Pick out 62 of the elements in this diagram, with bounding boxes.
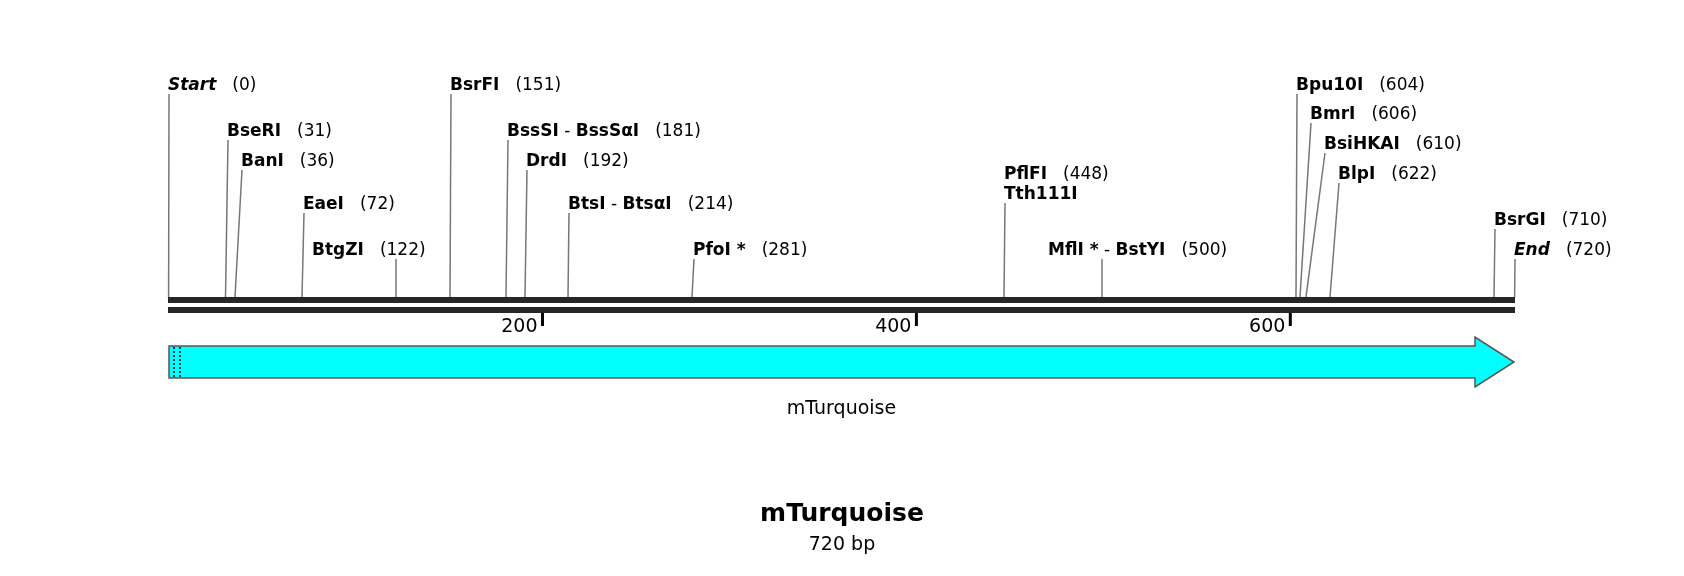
cut-position: (214)	[687, 193, 734, 213]
enzyme-name: BseRI	[227, 120, 282, 140]
enzyme-name: BmrI	[1310, 103, 1356, 123]
leader-line	[505, 139, 509, 298]
feature-name: mTurquoise	[785, 396, 898, 418]
cut-position: (610)	[1415, 133, 1462, 153]
cut-position: (72)	[359, 193, 395, 213]
leader-line	[1101, 258, 1103, 298]
leader-line	[1513, 258, 1516, 298]
enzyme-name: BtsI - BtsαI	[568, 193, 672, 213]
scale-label: 200	[501, 314, 538, 336]
cut-position: (448)	[1063, 163, 1109, 183]
enzyme-name: BsrFI	[450, 74, 500, 94]
leader-line	[1305, 152, 1326, 298]
enzyme-name: BsrGI	[1494, 209, 1546, 229]
leader-line	[301, 212, 305, 298]
leader-line	[1329, 182, 1340, 298]
cut-position: (604)	[1379, 74, 1425, 94]
cut-position: (710)	[1561, 209, 1608, 229]
leader-line	[1295, 93, 1298, 298]
enzyme-name: BlpI	[1338, 163, 1376, 183]
cut-position: (720)	[1565, 239, 1612, 259]
leader-line	[395, 258, 397, 298]
leader-line	[524, 169, 528, 298]
leader-line	[691, 258, 695, 298]
cut-position: (181)	[655, 120, 701, 140]
leader-line	[1493, 228, 1496, 298]
scale-label: 600	[1249, 314, 1286, 336]
cut-position: (622)	[1391, 163, 1437, 183]
cut-position: (281)	[761, 239, 808, 259]
enzyme-name: BtgZI	[312, 239, 364, 259]
enzyme-name: EaeI	[303, 193, 344, 213]
cut-position: (31)	[297, 120, 332, 140]
cut-position: (151)	[515, 74, 562, 94]
map-title: mTurquoise	[759, 498, 925, 528]
sequence-length: 720 bp	[807, 531, 877, 555]
cut-position: (0)	[232, 74, 257, 94]
enzyme-name: BsiHKAI	[1324, 133, 1400, 153]
cut-position: (36)	[299, 150, 335, 170]
scale-label: 400	[875, 314, 912, 336]
enzyme-name: DrdI	[526, 150, 567, 170]
enzyme-name: MflI * - BstYI	[1048, 239, 1166, 259]
leader-line	[1003, 202, 1006, 298]
leader-line	[167, 93, 170, 298]
cut-position: (500)	[1181, 239, 1228, 259]
cut-position: (122)	[379, 239, 426, 259]
enzyme-name: BanI	[241, 150, 284, 170]
leader-line	[234, 169, 243, 298]
enzyme-name: PflFI	[1004, 163, 1047, 183]
enzyme-name: Bpu10I	[1296, 74, 1364, 94]
leader-line	[224, 139, 229, 298]
sequence-end-label: End	[1514, 239, 1550, 259]
cut-position: (606)	[1371, 103, 1418, 123]
enzyme-name: Tth111I	[1004, 183, 1078, 203]
leader-line	[449, 93, 452, 298]
cut-position: (192)	[583, 150, 629, 170]
enzyme-name: PfoI *	[693, 239, 746, 259]
enzyme-name: BssSI - BssSαI	[507, 120, 640, 140]
sequence-backbone	[168, 297, 1515, 314]
leader-line	[1299, 122, 1312, 298]
sequence-end-label: Start	[168, 74, 217, 94]
leader-line	[567, 212, 570, 298]
